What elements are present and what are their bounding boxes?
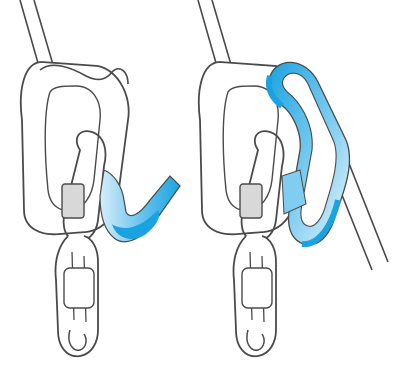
- left-panel: [20, 0, 180, 356]
- hinge-block: [240, 184, 262, 218]
- upper-rope: [20, 0, 54, 70]
- locking-sleeve: [64, 268, 94, 308]
- locking-sleeve: [242, 268, 272, 308]
- hinge-block: [62, 184, 84, 218]
- right-panel: [198, 0, 388, 356]
- upper-rope: [198, 0, 232, 70]
